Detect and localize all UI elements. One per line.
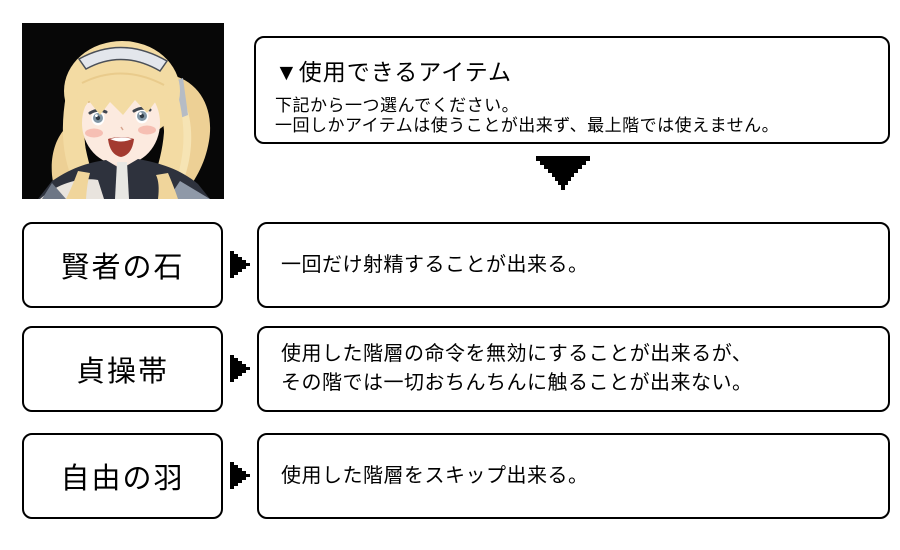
item-description-box: 一回だけ射精することが出来る。 [257, 222, 890, 308]
character-portrait [22, 23, 224, 199]
right-arrow-icon [230, 355, 250, 382]
dialog-box: ▼使用できるアイテム 下記から一つ選んでください。 一回しかアイテムは使うことが… [254, 36, 890, 144]
portrait-illustration-icon [22, 23, 224, 199]
item-description-text: 使用した階層の命令を無効にすることが出来るが、 その階では一切おちんちんに触るこ… [281, 343, 753, 394]
right-arrow-icon [230, 251, 250, 278]
dialog-title: ▼使用できるアイテム [275, 59, 513, 85]
item-button-jiyuu-no-hane[interactable]: 自由の羽 [22, 433, 223, 519]
item-description-box: 使用した階層の命令を無効にすることが出来るが、 その階では一切おちんちんに触るこ… [257, 326, 890, 412]
item-description-text: 使用した階層をスキップ出来る。 [281, 464, 589, 487]
item-row: 貞操帯 使用した階層の命令を無効にすることが出来るが、 その階では一切おちんちん… [0, 326, 900, 412]
right-arrow-icon [230, 462, 250, 489]
item-button-kenja-no-ishi[interactable]: 賢者の石 [22, 222, 223, 308]
item-button-teisoutai[interactable]: 貞操帯 [22, 326, 223, 412]
item-row: 賢者の石 一回だけ射精することが出来る。 [0, 222, 900, 308]
item-name-label: 貞操帯 [75, 356, 169, 388]
down-arrow-icon [536, 156, 590, 192]
item-description-box: 使用した階層をスキップ出来る。 [257, 433, 890, 519]
dialog-body-text: 下記から一つ選んでください。 一回しかアイテムは使うことが出来ず、最上階では使え… [275, 96, 780, 135]
item-name-label: 賢者の石 [60, 252, 185, 284]
item-description-text: 一回だけ射精することが出来る。 [281, 253, 589, 276]
item-name-label: 自由の羽 [60, 463, 185, 495]
item-row: 自由の羽 使用した階層をスキップ出来る。 [0, 433, 900, 519]
